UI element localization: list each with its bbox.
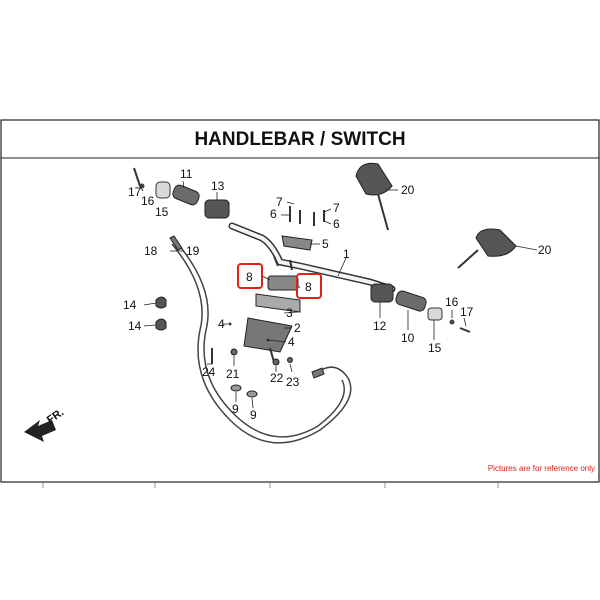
callout-18: 18 [144,244,158,258]
diagram-title: HANDLEBAR / SWITCH [194,129,405,150]
callout-11: 11 [180,167,193,181]
callout-23: 23 [286,375,300,389]
callout-15-left: 15 [155,205,169,219]
callout-2: 2 [294,321,301,335]
callout-22: 22 [270,371,284,385]
left-grip-assembly [133,167,200,206]
left-switch-part [204,199,230,219]
callout-1: 1 [343,247,350,261]
right-end-weight-part [427,307,443,321]
right-switch-part [370,283,394,303]
callout-7-right: 7 [333,201,340,215]
callout-17-left: 17 [128,185,142,199]
lower-holder-part [243,275,301,363]
callout-20-upper: 20 [401,183,415,197]
callout-24: 24 [202,365,216,379]
callout-13: 13 [211,179,225,193]
callout-9-left: 9 [232,402,239,416]
callout-14-upper: 14 [123,298,137,312]
callout-15-right: 15 [428,341,442,355]
callout-16-right: 16 [445,295,459,309]
callout-9-right: 9 [250,408,257,422]
callout-8-left: 8 [246,270,253,284]
callout-20-lower: 20 [538,243,552,257]
callout-labels: 17 16 15 11 13 7 6 7 6 5 1 20 20 18 19 8… [123,167,552,422]
upper-holder-part [281,206,325,251]
callout-17-right: 17 [460,305,474,319]
callout-14-lower: 14 [128,319,142,333]
leader-lines [139,180,538,409]
callout-6-left: 6 [270,207,277,221]
callout-16-left: 16 [141,194,155,208]
callout-6-right: 6 [333,217,340,231]
callout-19: 19 [186,244,200,258]
throttle-cable [171,243,352,444]
callout-4-right: 4 [288,335,295,349]
left-mirror-part [355,162,393,231]
callout-12: 12 [373,319,387,333]
right-grip-part [395,290,427,312]
callout-4-left: 4 [218,317,225,331]
callout-21: 21 [226,367,240,381]
callout-7-left: 7 [276,195,283,209]
callout-8-right: 8 [305,280,312,294]
cable-clamps [155,296,167,331]
callout-10: 10 [401,331,415,345]
reference-note: Pictures are for reference only [488,464,595,473]
highlight-box-8-left [237,263,263,289]
callout-3: 3 [286,306,293,320]
callout-5: 5 [322,237,329,251]
right-mirror-part [457,228,517,269]
mount-bolts [211,322,293,398]
highlight-box-8-right [296,273,322,299]
frame-ticks [42,482,499,488]
